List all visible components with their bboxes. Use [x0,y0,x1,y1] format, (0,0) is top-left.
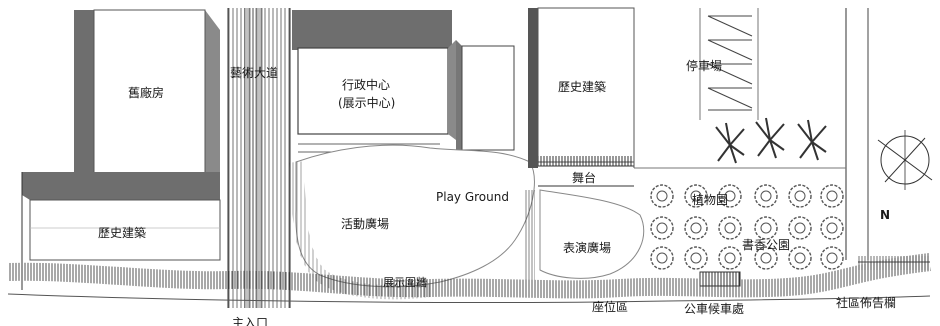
round-tree-icon [684,216,708,240]
seating-area-label: 座位區 [592,300,629,314]
round-tree-grid [650,184,844,270]
round-tree-icon [754,246,778,270]
bus-stop-shelter [699,271,741,287]
round-tree-icon [650,246,674,270]
round-tree-icon [820,216,844,240]
round-tree-icon [718,216,742,240]
entrance-label: 主入口 [232,316,269,326]
admin-center-label-line1: 行政中心 [342,78,391,92]
round-tree-icon [788,184,812,208]
book-park-label: 書香公園 [742,238,791,252]
display-wall-label: 展示圍牆 [383,276,427,289]
round-tree-icon [650,216,674,240]
small-building [456,40,515,151]
stage-label: 舞台 [572,171,597,185]
round-tree-icon [754,216,778,240]
art-avenue-stripes [227,8,291,308]
round-tree-icon [718,184,742,208]
left-historic-building-label: 歷史建築 [98,226,147,240]
bare-tree-icon [755,117,785,159]
round-tree-icon [788,216,812,240]
community-board-label: 社區佈告欄 [836,296,897,310]
round-tree-icon [788,246,812,270]
round-tree-icon [754,184,778,208]
activity-plaza-label: 活動廣場 [341,217,390,231]
playground-label: Play Ground [436,190,509,204]
bare-tree-icon [715,122,745,164]
botanic-garden-label: 植物園 [692,193,729,207]
top-historic-building-label: 歷史建築 [558,80,607,94]
round-tree-icon [684,246,708,270]
parking-lot [633,8,847,260]
round-tree-icon [820,184,844,208]
north-label: N [880,208,891,222]
round-tree-icon [718,246,742,270]
round-tree-icon [684,184,708,208]
display-wall-stripes [7,253,932,304]
round-tree-icon [820,246,844,270]
performance-plaza-label: 表演廣場 [563,241,612,255]
old-factory-building [74,9,220,183]
north-arrow-icon [877,130,933,190]
admin-center-label-line2: (展示中心) [338,96,396,110]
bare-tree-row [715,117,827,164]
admin-center-building [292,10,456,153]
bare-tree-icon [797,119,827,161]
round-tree-icon [650,184,674,208]
top-historic-building [528,7,635,187]
old-factory-label: 舊廠房 [128,86,165,100]
left-historic-building [22,172,221,261]
performance-plaza-area [525,189,645,280]
activity-plaza-area [289,144,535,300]
parking-label: 停車場 [686,59,723,73]
bus-stop-label: 公車候車處 [684,302,745,316]
boundary-lines [21,8,869,290]
art-avenue-label: 藝術大道 [230,66,279,80]
